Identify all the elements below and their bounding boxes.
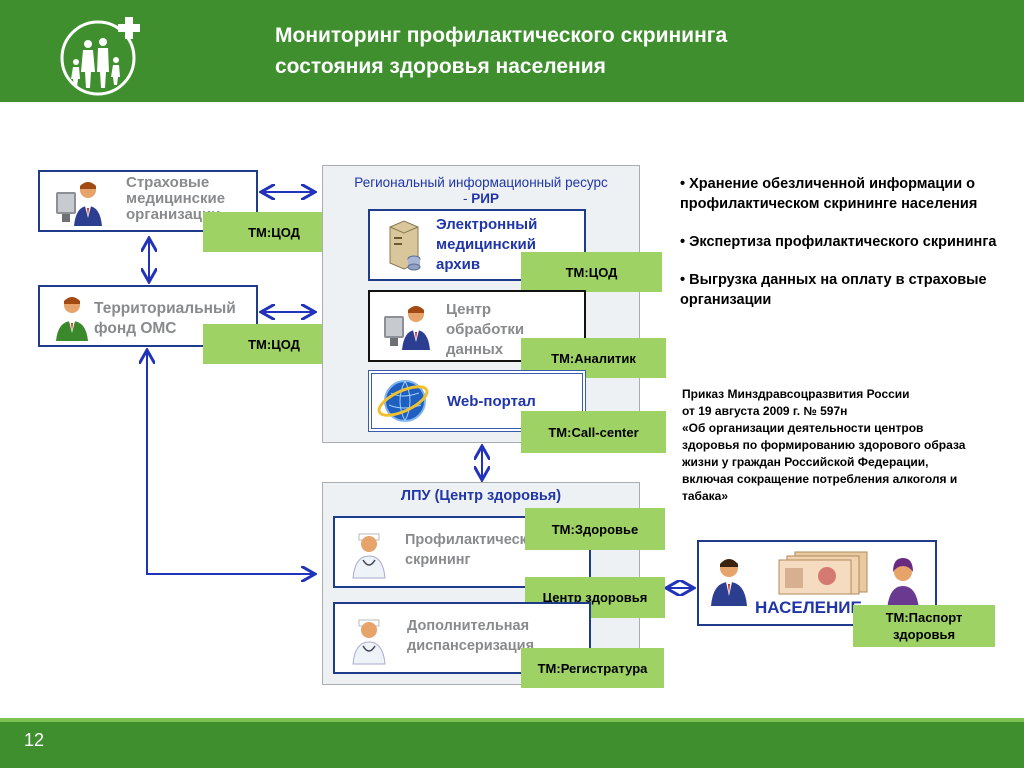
- footer-bar: [0, 718, 1024, 768]
- globe-icon: [377, 380, 429, 422]
- tag-call-center: ТМ:Call-center: [521, 411, 666, 453]
- bullet-list: • Хранение обезличенной информации о про…: [680, 174, 1000, 328]
- oms-fund-label: Территориальный фонд ОМС: [94, 300, 236, 337]
- order-line-3: «Об организации деятельности центров здо…: [682, 421, 966, 503]
- rir-title-text: Региональный информационный ресурс: [354, 175, 608, 190]
- population-label: НАСЕЛЕНИЕ: [755, 598, 862, 617]
- header-bar: [0, 0, 1024, 102]
- dispensary-label: Дополнительная диспансеризация: [407, 618, 535, 654]
- page-number: 12: [24, 730, 45, 750]
- doctor-icon: [352, 533, 386, 579]
- bullet-item: • Хранение обезличенной информации о про…: [680, 176, 978, 212]
- arrow-oms-lpu: [147, 352, 313, 574]
- passport-documents-icon: [778, 551, 868, 595]
- doctor-icon: [352, 619, 386, 665]
- person-at-computer-icon: [384, 306, 430, 350]
- tag-insurance-tsod: ТМ:ЦОД: [203, 212, 345, 252]
- tag-oms-tsod: ТМ:ЦОД: [203, 324, 345, 364]
- rir-title-abbr: РИР: [471, 191, 499, 206]
- tag-health-center: Центр здоровья: [525, 577, 665, 618]
- tag-archive-tsod: ТМ:ЦОД: [521, 252, 662, 292]
- data-center-label: Центр обработки данных: [446, 301, 525, 358]
- bullet-item: • Экспертиза профилактического скрининга: [680, 234, 997, 250]
- lpu-title: ЛПУ (Центр здоровья): [400, 488, 562, 504]
- page-title: Мониторинг профилактического скрининга с…: [275, 20, 975, 82]
- order-line-1: Приказ Минздравсоцразвития России: [682, 387, 910, 401]
- insurance-companies-box: Страховые медицинские организации: [38, 170, 258, 232]
- server-icon: [389, 220, 421, 271]
- footer-stripe: [0, 718, 1024, 722]
- ministry-order: Приказ Минздравсоцразвития России от 19 …: [682, 386, 982, 505]
- family-logo-icon: [60, 14, 140, 96]
- tag-health: ТМ:Здоровье: [525, 508, 665, 550]
- screening-label: Профилактический скрининг: [405, 532, 545, 568]
- order-line-2: от 19 августа 2009 г. № 597н: [682, 404, 848, 418]
- web-portal-label: Web-портал: [447, 393, 536, 410]
- insurance-companies-label: Страховые медицинские организации: [126, 174, 226, 223]
- person-icon: [56, 297, 88, 341]
- person-icon: [711, 559, 747, 606]
- emr-archive-label: Электронный медицинский архив: [436, 216, 538, 273]
- rir-title: Региональный информационный ресурс - РИР: [326, 175, 636, 207]
- tag-registry: ТМ:Регистратура: [521, 648, 664, 688]
- population-box: НАСЕЛЕНИЕ: [697, 540, 937, 626]
- tag-health-passport: ТМ:Паспорт здоровья: [853, 605, 995, 647]
- person-at-computer-icon: [56, 182, 102, 226]
- bullet-item: • Выгрузка данных на оплату в страховые …: [680, 272, 987, 308]
- title-line-1: Мониторинг профилактического скрининга: [275, 24, 728, 47]
- title-line-2: состояния здоровья населения: [275, 55, 606, 78]
- rir-title-dash: -: [463, 191, 472, 206]
- person-icon: [887, 558, 919, 610]
